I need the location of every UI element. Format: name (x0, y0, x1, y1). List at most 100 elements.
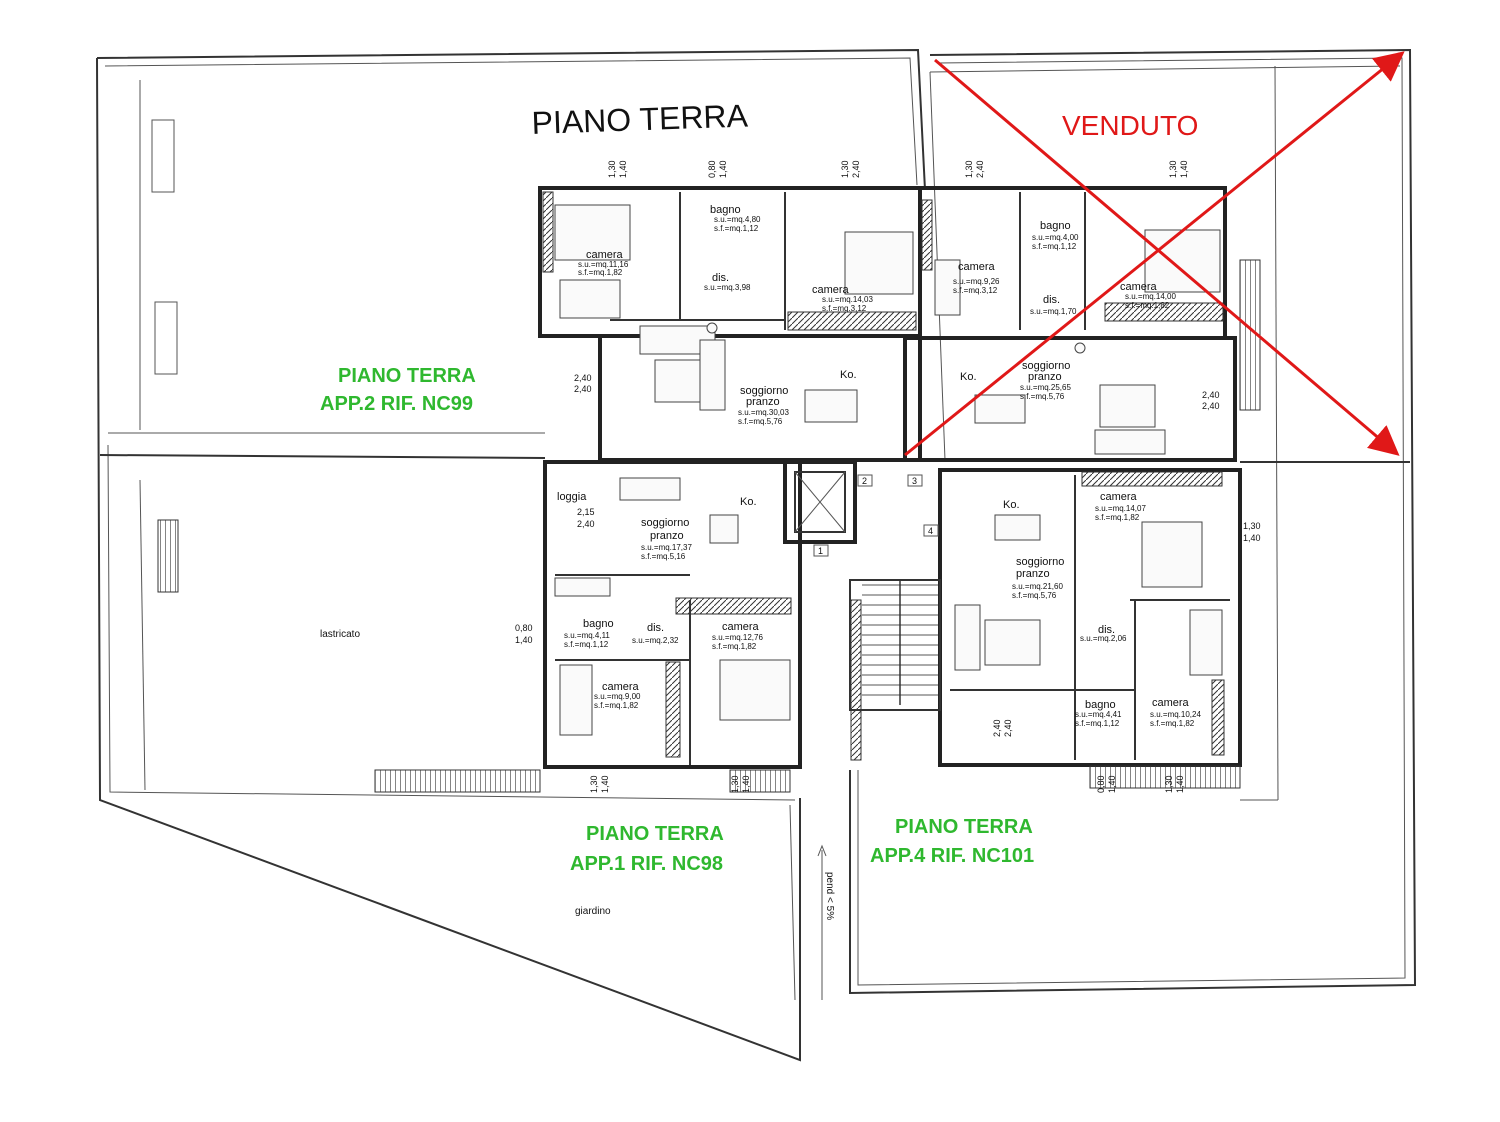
room-a4-dis: dis. s.u.=mq.2,06 (1080, 624, 1127, 643)
svg-text:1,40: 1,40 (1107, 775, 1117, 793)
area-loggia: loggia (557, 491, 587, 503)
wardrobes (542, 191, 1225, 761)
room-a2-camera2: camera s.u.=mq.14,03 s.f.=mq.3,12 (812, 284, 873, 313)
room-a2-dis: dis. s.u.=mq.3,98 (704, 272, 751, 292)
svg-text:s.f.=mq.1,12: s.f.=mq.1,12 (714, 224, 759, 233)
area-giardino: giardino (575, 906, 611, 917)
svg-text:s.f.=mq.1,12: s.f.=mq.1,12 (564, 640, 609, 649)
svg-text:pranzo: pranzo (746, 396, 780, 408)
svg-text:2,40: 2,40 (1003, 719, 1013, 737)
svg-text:1,30: 1,30 (964, 160, 974, 178)
sold-cross (904, 51, 1405, 457)
svg-text:s.u.=mq.14,00: s.u.=mq.14,00 (1125, 292, 1176, 301)
svg-text:s.u.=mq.25,65: s.u.=mq.25,65 (1020, 383, 1071, 392)
svg-text:s.f.=mq.3,12: s.f.=mq.3,12 (953, 286, 998, 295)
svg-text:1,40: 1,40 (741, 775, 751, 793)
svg-text:s.u.=mq.1,70: s.u.=mq.1,70 (1030, 307, 1077, 316)
svg-text:s.u.=mq.21,60: s.u.=mq.21,60 (1012, 582, 1063, 591)
svg-text:s.u.=mq.4,80: s.u.=mq.4,80 (714, 215, 761, 224)
svg-text:s.u.=mq.14,03: s.u.=mq.14,03 (822, 295, 873, 304)
building-walls (538, 186, 1242, 769)
grilles (157, 259, 1261, 793)
kitchen-label-a2: Ko. (840, 369, 857, 381)
svg-text:1,30: 1,30 (730, 775, 740, 793)
svg-text:dis.: dis. (1098, 624, 1115, 636)
kitchen-label-a1: Ko. (740, 496, 757, 508)
svg-text:0,80: 0,80 (707, 160, 717, 178)
svg-text:2,40: 2,40 (1202, 401, 1220, 411)
room-a3-soggiorno: soggiorno pranzo s.u.=mq.25,65 s.f.=mq.5… (1020, 360, 1071, 401)
room-a2-soggiorno: soggiorno pranzo s.u.=mq.30,03 s.f.=mq.5… (738, 385, 789, 426)
svg-text:soggiorno: soggiorno (1016, 556, 1064, 568)
unit-app2-line1: PIANO TERRA (338, 365, 476, 387)
svg-text:1,30: 1,30 (840, 160, 850, 178)
page-title: PIANO TERRA (531, 97, 749, 141)
svg-text:bagno: bagno (583, 618, 614, 630)
svg-text:0,80: 0,80 (1096, 775, 1106, 793)
svg-text:1,30: 1,30 (1243, 521, 1261, 531)
svg-text:dis.: dis. (1043, 294, 1060, 306)
svg-text:bagno: bagno (710, 204, 741, 216)
svg-text:camera: camera (602, 681, 640, 693)
slope-label: pend < 5% (824, 872, 835, 920)
svg-text:2,40: 2,40 (1202, 390, 1220, 400)
room-a4-bagno: bagno s.u.=mq.4,41 s.f.=mq.1,12 (1075, 699, 1122, 728)
stairs (862, 580, 938, 705)
svg-text:bagno: bagno (1085, 699, 1116, 711)
svg-text:camera: camera (1120, 281, 1158, 293)
svg-text:1,40: 1,40 (618, 160, 628, 178)
sold-label: VENDUTO (1062, 110, 1198, 141)
stair-numbers: 1 2 3 4 (813, 474, 939, 557)
svg-text:camera: camera (958, 261, 996, 273)
svg-text:camera: camera (1100, 491, 1138, 503)
svg-text:s.f.=mq.1,82: s.f.=mq.1,82 (1095, 513, 1140, 522)
svg-text:s.f.=mq.1,82: s.f.=mq.1,82 (1150, 719, 1195, 728)
room-a3-camera1: camera s.u.=mq.9,26 s.f.=mq.3,12 (953, 261, 1000, 295)
svg-text:s.f.=mq.1,82: s.f.=mq.1,82 (1125, 301, 1170, 310)
svg-text:s.u.=mq.2,32: s.u.=mq.2,32 (632, 636, 679, 645)
svg-text:s.u.=mq.9,00: s.u.=mq.9,00 (594, 692, 641, 701)
svg-text:camera: camera (1152, 697, 1190, 709)
svg-text:3: 3 (912, 476, 917, 486)
room-a1-camera1: camera s.u.=mq.12,76 s.f.=mq.1,82 (712, 621, 763, 651)
dimension-labels: 1,30 1,40 0,80 1,40 1,30 2,40 1,30 2,40 … (515, 160, 1261, 793)
svg-text:camera: camera (812, 284, 850, 296)
svg-text:s.u.=mq.12,76: s.u.=mq.12,76 (712, 633, 763, 642)
furniture (554, 204, 1223, 736)
svg-text:pranzo: pranzo (1028, 371, 1062, 383)
room-a3-bagno: bagno s.u.=mq.4,00 s.f.=mq.1,12 (1032, 220, 1079, 251)
room-a2-bagno: bagno s.u.=mq.4,80 s.f.=mq.1,12 (710, 204, 761, 233)
room-a3-dis: dis. s.u.=mq.1,70 (1030, 294, 1077, 316)
unit-app2-line2: APP.2 RIF. NC99 (320, 393, 473, 415)
site-boundary (96, 48, 1417, 1062)
svg-text:s.u.=mq.17,37: s.u.=mq.17,37 (641, 543, 692, 552)
svg-text:1,40: 1,40 (1175, 775, 1185, 793)
svg-text:s.f.=mq.5,76: s.f.=mq.5,76 (1020, 392, 1065, 401)
svg-text:soggiorno: soggiorno (641, 517, 689, 529)
svg-text:1,30: 1,30 (1168, 160, 1178, 178)
svg-text:s.u.=mq.10,24: s.u.=mq.10,24 (1150, 710, 1201, 719)
svg-text:2,40: 2,40 (574, 384, 592, 394)
svg-text:1,40: 1,40 (1243, 533, 1261, 543)
room-a2-camera1: camera s.u.=mq.11,16 s.f.=mq.1,82 (578, 249, 629, 277)
svg-text:1,40: 1,40 (515, 635, 533, 645)
svg-text:1,30: 1,30 (1164, 775, 1174, 793)
svg-text:camera: camera (586, 249, 624, 261)
svg-text:s.u.=mq.4,11: s.u.=mq.4,11 (564, 631, 610, 640)
room-a4-soggiorno: soggiorno pranzo s.u.=mq.21,60 s.f.=mq.5… (1012, 556, 1064, 600)
unit-app4-line2: APP.4 RIF. NC101 (870, 845, 1034, 867)
svg-text:s.u.=mq.14,07: s.u.=mq.14,07 (1095, 504, 1146, 513)
svg-text:2,15: 2,15 (577, 507, 595, 517)
svg-text:1: 1 (818, 546, 823, 556)
unit-app4-line1: PIANO TERRA (895, 816, 1033, 838)
svg-text:0,80: 0,80 (515, 623, 533, 633)
svg-text:2,40: 2,40 (574, 373, 592, 383)
svg-text:s.f.=mq.1,82: s.f.=mq.1,82 (712, 642, 757, 651)
room-a4-camera2: camera s.u.=mq.10,24 s.f.=mq.1,82 (1150, 697, 1201, 728)
svg-text:s.u.=mq.4,41: s.u.=mq.4,41 (1075, 710, 1122, 719)
svg-text:s.f.=mq.1,82: s.f.=mq.1,82 (594, 701, 639, 710)
svg-text:s.f.=mq.5,16: s.f.=mq.5,16 (641, 552, 686, 561)
svg-text:s.f.=mq.1,12: s.f.=mq.1,12 (1032, 242, 1077, 251)
svg-text:dis.: dis. (647, 622, 664, 634)
svg-text:bagno: bagno (1040, 220, 1071, 232)
